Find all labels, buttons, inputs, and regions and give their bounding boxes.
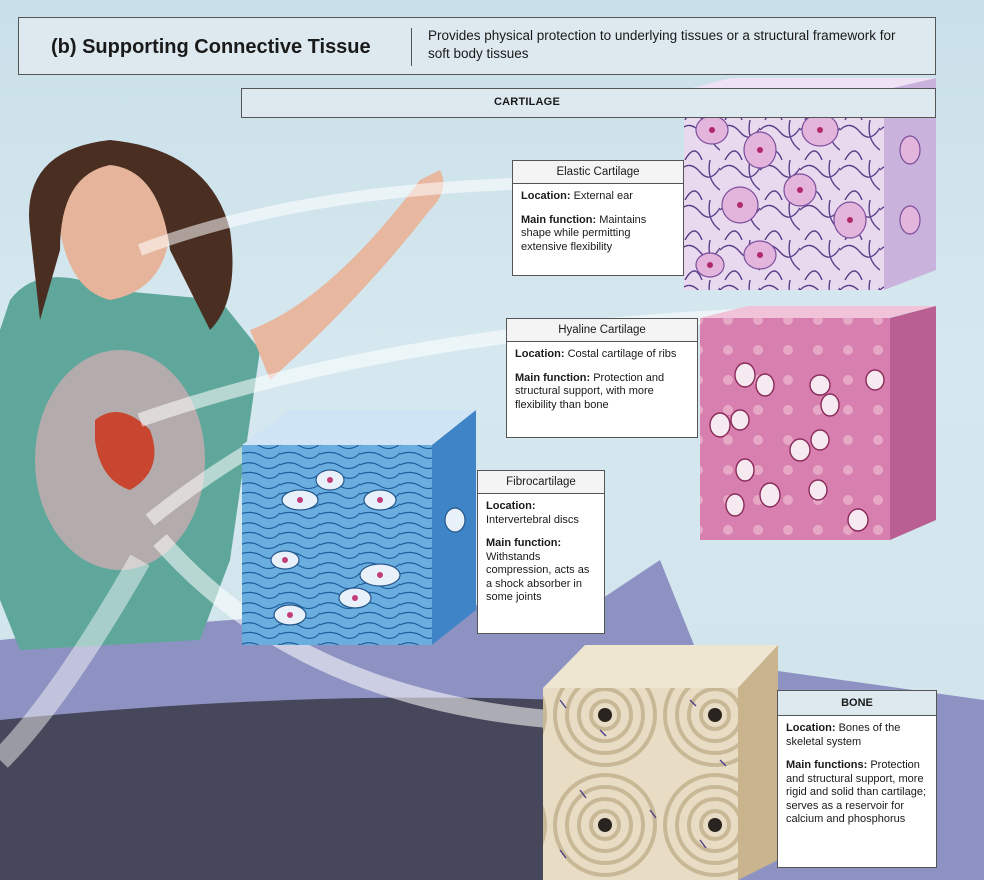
elastic-cartilage-cube (684, 78, 936, 290)
connector-bone-2 (0, 554, 150, 768)
car-window (0, 697, 560, 880)
bone-title: BONE (778, 691, 936, 716)
hyaline-location-label: Location: (515, 348, 565, 360)
fibro-location-label: Location: (486, 500, 536, 512)
fibro-function-label: Main function: (486, 537, 562, 549)
hyaline-title: Hyaline Cartilage (507, 319, 697, 342)
bone-callout: BONE Location: Bones of the skeletal sys… (777, 690, 937, 868)
fibro-body: Location:Intervertebral discs Main funct… (478, 494, 604, 621)
cartilage-banner: CARTILAGE (241, 88, 936, 118)
elastic-function: Maintains shape while permitting extensi… (521, 213, 647, 253)
elastic-body: Location: External ear Main function: Ma… (513, 184, 683, 270)
section-description: Provides physical protection to underlyi… (428, 28, 896, 61)
elastic-function-label: Main function: (521, 213, 597, 226)
header-divider (411, 28, 412, 66)
section-title: (b) Supporting Connective Tissue (51, 36, 371, 58)
fibrocartilage-callout: Fibrocartilage Location:Intervertebral d… (477, 470, 605, 634)
hyaline-location: Costal cartilage of ribs (567, 348, 677, 360)
hyaline-body: Location: Costal cartilage of ribs Main … (507, 342, 697, 428)
bone-function-label: Main functions: (786, 759, 868, 771)
elastic-location-label: Location: (521, 190, 571, 202)
woman-figure (0, 140, 444, 650)
connector-fibro (145, 443, 254, 526)
cartilage-label: CARTILAGE (494, 96, 560, 108)
elastic-title: Elastic Cartilage (513, 161, 683, 184)
bone-location: Bones of the skeletal system (786, 722, 901, 748)
bone-location-label: Location: (786, 722, 836, 734)
fibro-location: Intervertebral discs (486, 513, 579, 526)
hyaline-function: Protection and structural support, with … (515, 371, 665, 411)
connector-bone (153, 534, 561, 729)
bone-function: Protection and structural support, more … (786, 759, 927, 825)
hyaline-function-label: Main function: (515, 371, 591, 384)
section-header: (b) Supporting Connective Tissue Provide… (18, 17, 936, 75)
hyaline-cartilage-callout: Hyaline Cartilage Location: Costal carti… (506, 318, 698, 438)
hyaline-cartilage-cube (700, 306, 936, 540)
elastic-cartilage-callout: Elastic Cartilage Location: External ear… (512, 160, 684, 276)
bone-cube (543, 645, 778, 880)
fibro-function: Withstands compression, acts as a shock … (486, 550, 590, 604)
fibro-title: Fibrocartilage (478, 471, 604, 494)
fibrocartilage-cube (242, 410, 476, 645)
elastic-location: External ear (573, 190, 633, 202)
bone-body: Location: Bones of the skeletal system M… (778, 716, 936, 843)
